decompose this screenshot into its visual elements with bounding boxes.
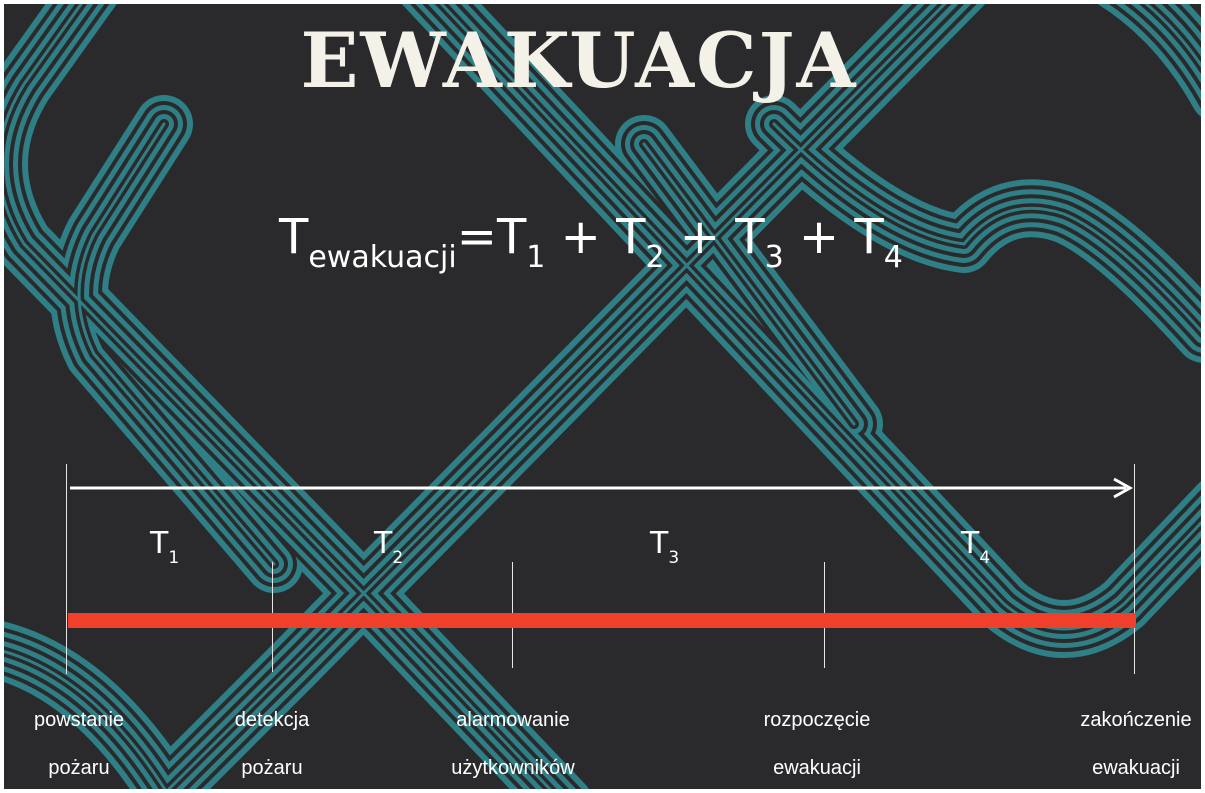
timeline-bar <box>68 613 1136 628</box>
period-label-t4: T4 <box>961 526 991 568</box>
formula-term-4: T4 <box>854 209 903 275</box>
formula-equals: = <box>456 209 497 265</box>
slide: EWAKUACJA Tewakuacji=T1 + T2 + T3 + T4 T… <box>4 4 1201 789</box>
formula-plus: + <box>783 209 855 265</box>
timeline-start-tick <box>66 464 67 674</box>
event-fire-start: powstanie pożaru <box>4 696 164 789</box>
event-fire-detection: detekcja pożaru <box>187 696 357 789</box>
event-label-line2: ewakuacji <box>1092 757 1180 779</box>
event-label-line1: rozpoczęcie <box>763 709 871 731</box>
event-label-line2: pożaru <box>241 757 303 779</box>
event-label-line2: pożaru <box>48 757 110 779</box>
event-evacuation-start: rozpoczęcie ewakuacji <box>732 696 902 789</box>
evacuation-time-formula: Tewakuacji=T1 + T2 + T3 + T4 <box>279 209 903 275</box>
event-label-line1: powstanie <box>33 709 125 731</box>
event-label-line1: zakończenie <box>1080 709 1192 731</box>
formula-plus: + <box>664 209 736 265</box>
period-label-t2: T2 <box>374 526 404 568</box>
formula-term-3: T3 <box>735 209 784 275</box>
formula-term-1: T1 <box>496 209 546 275</box>
formula-plus: + <box>545 209 617 265</box>
period-label-t1: T1 <box>150 526 180 568</box>
event-label-line2: użytkowników <box>451 757 575 779</box>
timeline-arrow <box>70 477 1134 499</box>
event-label-line1: alarmowanie <box>456 709 570 731</box>
formula-term-2: T2 <box>616 209 665 275</box>
event-label-line2: ewakuacji <box>773 757 861 779</box>
formula-lhs-symbol: T <box>279 209 309 265</box>
formula-lhs-subscript: ewakuacji <box>308 240 457 275</box>
slide-title: EWAKUACJA <box>300 16 858 105</box>
timeline-end-tick <box>1134 464 1135 674</box>
period-label-t3: T3 <box>650 526 680 568</box>
event-label-line1: detekcja <box>234 709 310 731</box>
event-user-alarming: alarmowanie użytkowników <box>428 696 598 789</box>
event-evacuation-end: zakończenie ewakuacji <box>1051 696 1201 789</box>
